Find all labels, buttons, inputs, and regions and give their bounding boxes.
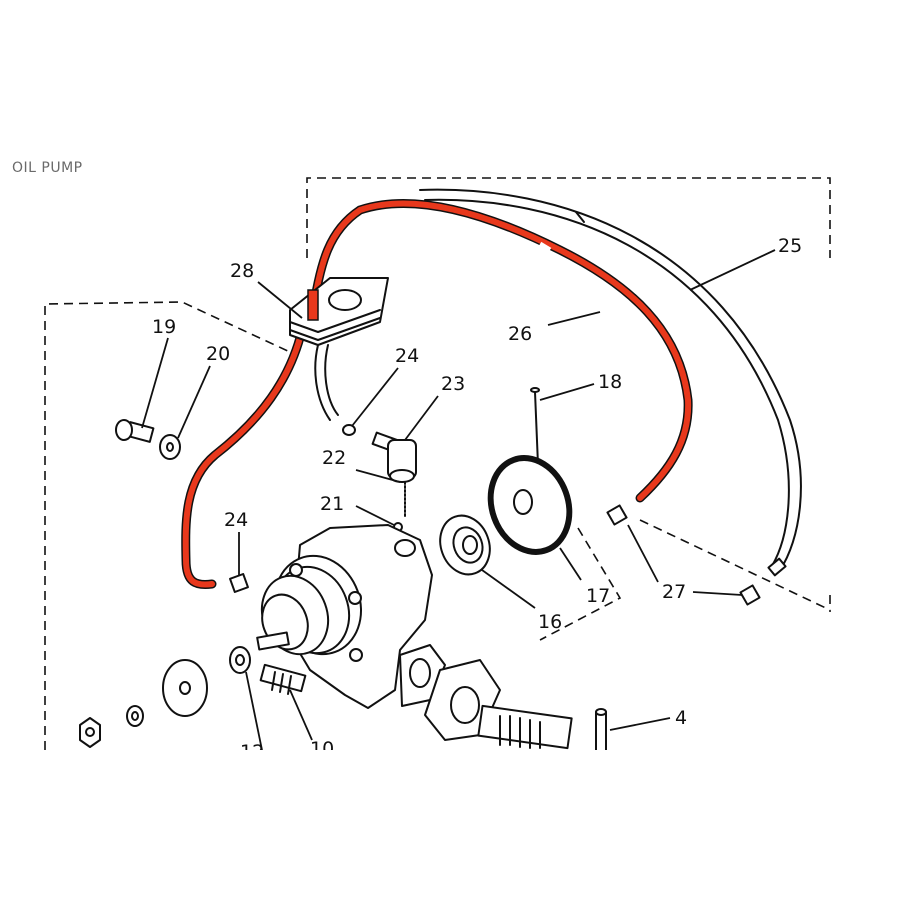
driven-gear-17 bbox=[487, 455, 573, 555]
callout-25: 25 bbox=[778, 235, 802, 257]
callout-19: 19 bbox=[152, 316, 176, 338]
callout-18: 18 bbox=[598, 371, 622, 393]
callout-17: 17 bbox=[586, 585, 610, 607]
dashed-boundaries bbox=[44, 177, 831, 750]
callout-22: 22 bbox=[322, 447, 346, 469]
return-pipe bbox=[314, 344, 339, 421]
callout-numbers: 28 19 20 24 23 22 21 18 26 25 24 17 16 2… bbox=[152, 235, 802, 763]
callout-21: 21 bbox=[320, 493, 344, 515]
callout-4: 4 bbox=[675, 707, 687, 729]
callout-24-top: 24 bbox=[395, 345, 419, 367]
gasket-and-shaft bbox=[424, 659, 573, 750]
washer-20 bbox=[159, 434, 181, 460]
callout-10: 10 bbox=[310, 738, 334, 760]
nipple-27-bottom bbox=[739, 584, 761, 606]
bolt-10 bbox=[259, 663, 307, 695]
hose-clamp-28 bbox=[289, 277, 389, 346]
cover-plate bbox=[79, 659, 208, 748]
callout-12: 12 bbox=[240, 741, 264, 763]
callout-27: 27 bbox=[662, 581, 686, 603]
callout-26: 26 bbox=[508, 323, 532, 345]
banjo-bolt-23 bbox=[371, 431, 417, 483]
leader-lines bbox=[141, 249, 776, 750]
callout-20: 20 bbox=[206, 343, 230, 365]
pin-18 bbox=[534, 391, 539, 466]
callout-28: 28 bbox=[230, 260, 254, 282]
nipple-27-top bbox=[606, 504, 628, 526]
seal-washer-24-top bbox=[342, 424, 356, 436]
oil-pump-body bbox=[256, 524, 446, 709]
plug-24-lower bbox=[229, 573, 249, 593]
callout-16: 16 bbox=[538, 611, 562, 633]
callout-24-lower: 24 bbox=[224, 509, 248, 531]
callout-23: 23 bbox=[441, 373, 465, 395]
bolt-19 bbox=[115, 419, 155, 443]
delivery-pipe-25 bbox=[419, 188, 802, 577]
page-title: OIL PUMP bbox=[12, 160, 83, 176]
oil-hose-26-highlighted bbox=[181, 199, 693, 589]
bearing-16 bbox=[439, 514, 491, 576]
pin-4 bbox=[595, 708, 607, 750]
